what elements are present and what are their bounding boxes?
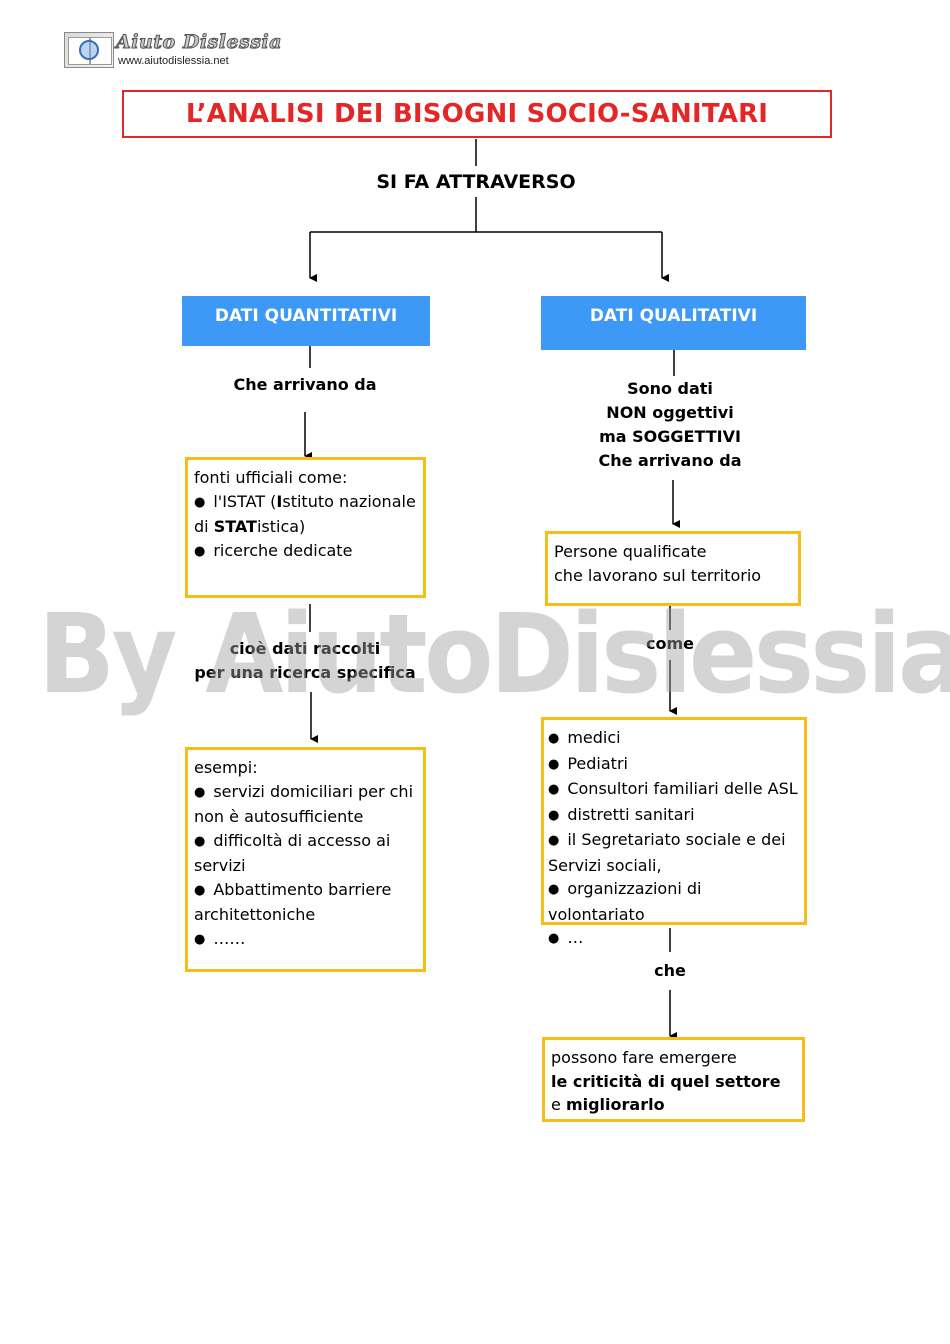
box-outcome-line-3-b: migliorarlo — [565, 1095, 665, 1114]
right-connector-1-line-1: Sono dati — [627, 379, 713, 398]
istat-text-a: l'ISTAT ( — [213, 491, 277, 511]
list-item-social-secretariat-cont: Servizi sociali, — [548, 855, 662, 875]
list-item-health-districts: distretti sanitari — [548, 803, 800, 829]
list-item-etc: …… — [194, 927, 417, 953]
header-qualitative-label: DATI QUALITATIVI — [589, 306, 758, 326]
list-item-family-clinics: Consultori familiari delle ASL — [548, 777, 800, 803]
left-connector-2-line-1: cioè dati raccolti — [229, 639, 381, 658]
list-item-home-services-cont: non è autosufficiente — [194, 807, 364, 826]
right-connector-1-line-3: ma SOGGETTIVI — [599, 427, 741, 446]
list-item-home-services: servizi domiciliari per chi — [194, 780, 417, 806]
header-quantitative: DATI QUANTITATIVI — [182, 296, 430, 346]
istat-text-d: di — [194, 517, 214, 536]
istat-text-c: stituto nazionale — [282, 491, 416, 511]
left-connector-2: cioè dati raccolti per una ricerca speci… — [160, 637, 450, 685]
logo-url: www.aiutodislessia.net — [118, 55, 229, 67]
box-outcome-line-2: le criticità di quel settore — [551, 1071, 781, 1091]
box-official-sources: fonti ufficiali come: l'ISTAT (Istituto … — [185, 457, 426, 598]
box-outcome-line-1: possono fare emergere — [551, 1048, 737, 1067]
right-connector-1-line-2: NON oggettivi — [606, 403, 734, 422]
box-examples: esempi: servizi domiciliari per chi non … — [185, 747, 426, 972]
list-item-istat-cont: di STATistica) — [194, 515, 417, 539]
list-item-access-cont: servizi — [194, 856, 246, 875]
istat-text-f: istica) — [256, 517, 306, 536]
istat-text-b: I — [276, 491, 283, 511]
title-box: L’ANALISI DEI BISOGNI SOCIO-SANITARI — [122, 90, 832, 138]
right-connector-3: che — [654, 961, 686, 980]
box-qualified-people: Persone qualificate che lavorano sul ter… — [545, 531, 801, 606]
right-connector-1: Sono dati NON oggettivi ma SOGGETTIVI Ch… — [540, 377, 800, 473]
box-official-sources-intro: fonti ufficiali come: — [194, 468, 348, 487]
box-examples-qualitative: medici Pediatri Consultori familiari del… — [541, 717, 807, 947]
left-connector-1: Che arrivano da — [233, 375, 377, 394]
box-outcome-line-3-a: e — [551, 1095, 566, 1114]
list-item-barriers: Abbattimento barriere — [194, 878, 417, 904]
list-item-etc-qualitative: … — [548, 926, 800, 952]
logo-book-icon — [64, 32, 114, 68]
box-qualified-people-line-2: che lavorano sul territorio — [554, 565, 762, 585]
logo-title: Aiuto Dislessia — [116, 31, 282, 54]
list-item-istat: l'ISTAT (Istituto nazionale — [194, 490, 417, 516]
right-connector-2: come — [646, 634, 694, 653]
header-quantitative-label: DATI QUANTITATIVI — [214, 306, 398, 326]
list-item-access: difficoltà di accesso ai — [194, 829, 417, 855]
right-connector-1-line-4: Che arrivano da — [598, 451, 742, 470]
header-qualitative: DATI QUALITATIVI — [541, 296, 806, 350]
connector-main-label: SI FA ATTRAVERSO — [376, 171, 576, 193]
page-title: L’ANALISI DEI BISOGNI SOCIO-SANITARI — [185, 99, 769, 129]
list-item-volunteering: organizzazioni di volontariato — [548, 877, 800, 926]
box-examples-intro: esempi: — [194, 758, 258, 777]
left-connector-2-line-2: per una ricerca specifica — [194, 663, 416, 682]
list-item-research: ricerche dedicate — [194, 539, 417, 565]
istat-text-e: STAT — [213, 517, 257, 536]
box-outcome: possono fare emergere le criticità di qu… — [542, 1037, 805, 1122]
list-item-social-secretariat: il Segretariato sociale e dei — [548, 828, 800, 854]
list-item-barriers-cont: architettoniche — [194, 905, 316, 924]
box-qualified-people-line-1: Persone qualificate — [554, 542, 707, 561]
box-outcome-line-3: e migliorarlo — [551, 1093, 796, 1117]
list-item-pediatricians: Pediatri — [548, 752, 800, 778]
list-item-doctors: medici — [548, 726, 800, 752]
